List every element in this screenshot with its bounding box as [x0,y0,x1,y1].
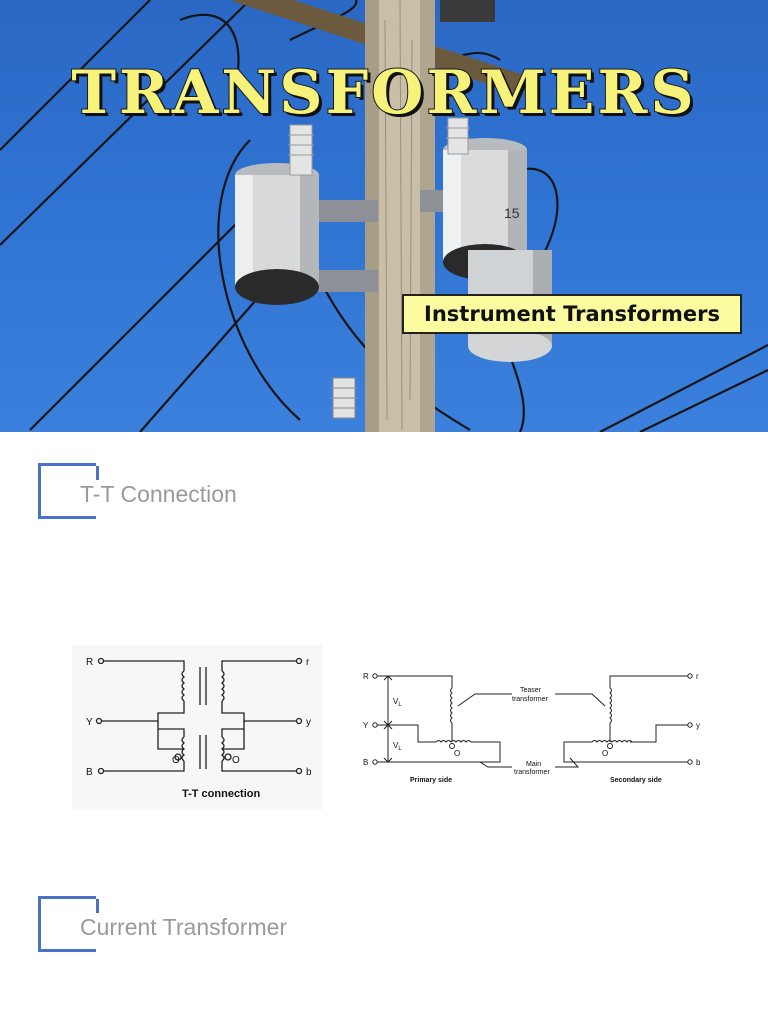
diagram-caption: T-T connection [182,788,261,800]
r-terminal-b: b [696,758,701,767]
terminal-b: b [306,767,312,778]
teaser-main-transformer-diagram: R Y B r y b VL VL Teaser transformer Mai… [360,666,705,794]
neutral-right-label: O [602,749,608,758]
primary-side-label: Primary side [410,777,452,784]
tank-number: 15 [504,205,520,221]
section-heading-label: T-T Connection [80,481,237,507]
terminal-R: R [86,657,93,668]
title-slide: 15 TRANSFORMERS Instrument Transformers [0,0,768,432]
heading-bracket-icon [38,896,99,952]
teaser-label-1: Teaser [520,687,542,694]
heading-bracket-icon [38,463,99,519]
utility-pole-photo: 15 [0,0,768,432]
voltage-label-1: VL [393,697,402,708]
teaser-label-2: transformer [512,696,548,703]
neutral-left: O [172,755,180,766]
neutral-left-label: O [454,749,460,758]
main-label-2: transformer [514,769,550,776]
r-terminal-y: y [696,721,700,730]
terminal-Y: Y [86,717,93,728]
r-terminal-Y: Y [363,721,369,730]
tt-connection-diagram: R Y B r y b O O T-T connection [72,645,322,814]
terminal-y: y [306,717,311,728]
voltage-label-2: VL [393,741,402,752]
r-terminal-R: R [363,672,369,681]
slide-title: TRANSFORMERS [70,57,697,129]
terminal-B: B [86,767,93,778]
r-terminal-r: r [696,672,699,681]
neutral-right: O [232,755,240,766]
secondary-side-label: Secondary side [610,777,662,784]
terminal-r: r [306,657,310,668]
slide-subtitle: Instrument Transformers [402,294,742,334]
main-label-1: Main [526,761,541,768]
r-terminal-B: B [363,758,368,767]
section-heading-label: Current Transformer [80,914,288,940]
